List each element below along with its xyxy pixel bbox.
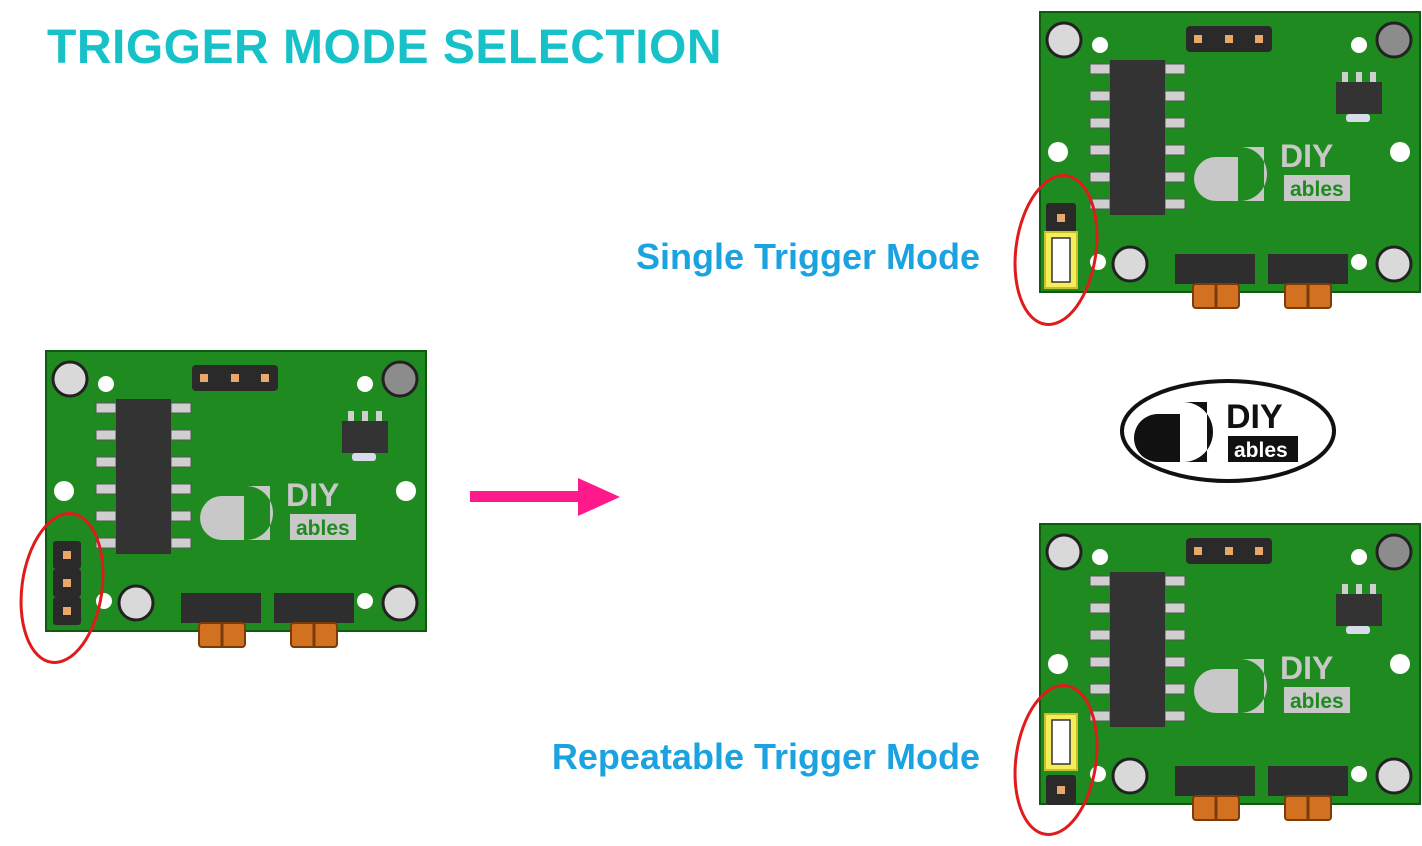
page-title: TRIGGER MODE SELECTION <box>47 21 723 74</box>
jumper-cap-single <box>1044 203 1078 289</box>
pir-sensor-board-single <box>1013 10 1422 326</box>
arrow-right-icon <box>470 478 620 516</box>
highlight-circle <box>1013 684 1099 836</box>
highlight-circle <box>1013 174 1099 326</box>
pir-sensor-board-default <box>19 349 428 664</box>
svg-text:DIY: DIY <box>1226 398 1283 436</box>
pir-sensor-board-repeatable <box>1013 522 1422 836</box>
diyables-logo: DIY ables <box>1120 379 1336 483</box>
trigger-jumper-pins <box>53 541 81 625</box>
repeatable-trigger-label: Repeatable Trigger Mode <box>551 736 980 777</box>
svg-text:ables: ables <box>1234 439 1288 462</box>
highlight-circle <box>19 512 105 664</box>
single-trigger-label: Single Trigger Mode <box>635 236 980 277</box>
jumper-cap-repeatable <box>1044 713 1078 805</box>
